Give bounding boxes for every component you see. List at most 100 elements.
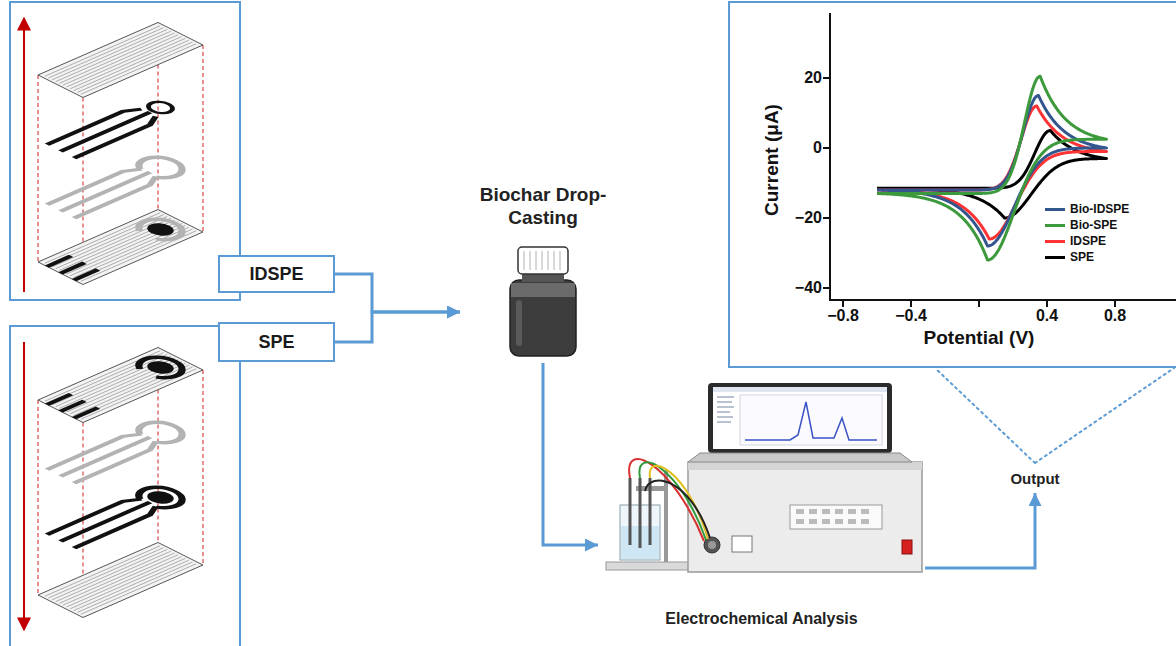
legend-row: Bio-IDSPE (1045, 202, 1129, 216)
buttons (848, 509, 856, 514)
alignment-guides (38, 400, 39, 595)
legend-label: IDSPE (1070, 234, 1106, 248)
laptop-base (688, 453, 912, 462)
legend-row: Bio-SPE (1045, 218, 1117, 232)
tick-label: −20 (795, 209, 822, 227)
stand-base (606, 562, 692, 570)
process-step: Biochar Drop-Casting (460, 184, 626, 363)
electrodes (630, 478, 650, 548)
buttons (796, 509, 869, 524)
cv-curve (877, 76, 1107, 260)
top-layer (38, 348, 203, 423)
tick-label: 0.4 (1036, 307, 1058, 325)
buttons (835, 519, 843, 524)
electrochemical-setup (606, 383, 922, 572)
node-label: Biochar Drop-Casting (468, 184, 618, 230)
biochar-vial (510, 247, 576, 356)
legend-swatch (1045, 256, 1065, 259)
cover-layer (38, 22, 203, 97)
node-label: Electrochemical Analysis (665, 610, 857, 628)
substrate-layer (38, 543, 203, 618)
window-bar (713, 387, 887, 392)
axis-title: Potential (V) (924, 327, 1035, 349)
top-layer (132, 353, 191, 381)
insulation-layer (132, 418, 191, 446)
tick-mark (978, 300, 980, 307)
alignment-guides (203, 370, 204, 565)
panel-frame (10, 2, 240, 300)
potentiostat-top (688, 462, 922, 470)
node-label: Output (1010, 470, 1059, 487)
buttons (796, 519, 804, 524)
legend-swatch (1045, 240, 1065, 243)
buttons (796, 509, 804, 514)
tick-label: −40 (795, 279, 822, 297)
biochar-vial (518, 247, 568, 274)
potentiostat (688, 462, 922, 572)
substrate-layer (38, 543, 203, 618)
laptop-display (713, 387, 887, 449)
legend-row: SPE (1045, 250, 1094, 264)
display (732, 536, 752, 552)
insulation-layer (132, 153, 191, 181)
substrate-layer (47, 256, 98, 280)
tick-mark (823, 147, 830, 149)
tick-mark (1114, 300, 1116, 307)
idspe-panel (10, 2, 240, 300)
conductive-layer (44, 483, 191, 549)
buttons (861, 519, 869, 524)
buttons (809, 509, 817, 514)
axis-title: Current (μA) (761, 104, 783, 216)
flow-connector (335, 274, 460, 312)
tick-label: 0 (813, 139, 822, 157)
tick-mark (842, 300, 844, 307)
tick-mark (823, 217, 830, 219)
legend-swatch (1045, 224, 1065, 227)
alignment-guides (203, 45, 204, 232)
cables (629, 459, 710, 541)
top-layer (47, 394, 98, 418)
top-layer (38, 348, 203, 423)
stack-arrow (23, 342, 25, 630)
buttons (835, 509, 843, 514)
output-step: Output (995, 463, 1075, 493)
plot-area (740, 395, 882, 445)
tick-mark (823, 77, 830, 79)
electrode-label-box: IDSPE (218, 255, 335, 293)
biochar-vial (510, 280, 576, 356)
sidebar (717, 397, 734, 422)
legend-swatch (1045, 208, 1065, 211)
conductive-layer (47, 97, 182, 158)
buttons (809, 519, 817, 524)
buttons (861, 509, 869, 514)
stand-rod (664, 470, 668, 562)
legend-label: Bio-IDSPE (1070, 202, 1129, 216)
process-step: Electrochemical Analysis (598, 380, 925, 632)
biochar-vial (516, 300, 522, 346)
tick-mark (823, 287, 830, 289)
flow-connector (935, 368, 1174, 463)
panel-frame (10, 326, 240, 646)
power-switch (902, 540, 912, 554)
electrode-label-box: SPE (218, 322, 335, 362)
insulation-layer (44, 418, 191, 484)
cover-layer (38, 22, 203, 97)
biochar-vial (511, 283, 575, 297)
conductive-layer (47, 105, 164, 158)
flow-connector (335, 312, 460, 342)
insulation-layer (47, 165, 164, 218)
legend-label: Bio-SPE (1070, 218, 1117, 232)
node-label: IDSPE (249, 264, 303, 285)
buttons (848, 519, 856, 524)
legend-row: IDSPE (1045, 234, 1106, 248)
axes (830, 13, 1176, 300)
stack-arrow (23, 18, 25, 292)
conductive-layer (47, 495, 164, 548)
cable-port (708, 541, 716, 549)
cables (650, 466, 708, 539)
substrate-layer (38, 210, 203, 285)
tick-label: −0.8 (827, 307, 859, 325)
